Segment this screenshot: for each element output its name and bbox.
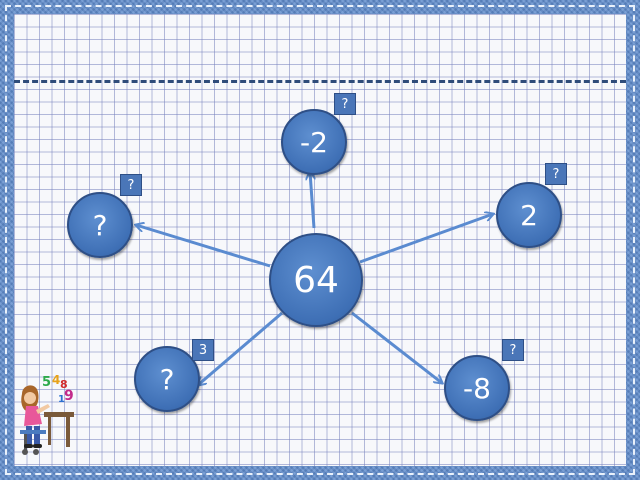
badge-right-label: ?: [552, 166, 560, 182]
badge-right[interactable]: ?: [545, 163, 567, 185]
node-top-value: -2: [300, 125, 328, 159]
svg-text:1: 1: [58, 394, 65, 405]
arrow-to-left: [136, 225, 271, 268]
svg-text:5: 5: [42, 375, 51, 390]
badge-top[interactable]: ?: [334, 93, 356, 115]
center-node-value: 64: [293, 259, 339, 301]
badge-bottom-right[interactable]: ?: [502, 339, 524, 361]
node-bottom-left-value: ?: [159, 362, 175, 396]
node-bottom-right-value: -8: [463, 371, 491, 405]
center-node[interactable]: 64: [269, 233, 363, 327]
header-divider: [14, 80, 626, 83]
badge-bottom-left-label: 3: [198, 342, 208, 358]
arrow-to-bottom-right: [351, 311, 442, 383]
badge-left-label: ?: [127, 177, 135, 193]
svg-text:4: 4: [52, 373, 60, 387]
svg-text:9: 9: [64, 388, 74, 404]
node-bottom-left[interactable]: ?: [134, 346, 200, 412]
node-top[interactable]: -2: [281, 109, 347, 175]
arrow-to-bottom-left: [198, 311, 283, 385]
node-left-value: ?: [92, 208, 108, 242]
node-right[interactable]: 2: [496, 182, 562, 248]
badge-left[interactable]: ?: [120, 174, 142, 196]
badge-top-label: ?: [341, 96, 349, 112]
node-left[interactable]: ?: [67, 192, 133, 258]
badge-bottom-right-label: ?: [509, 342, 517, 358]
arrow-to-right: [359, 214, 493, 264]
student-at-desk-with-numbers-icon: 5 4 8 9 1: [20, 373, 74, 455]
badge-bottom-left[interactable]: 3: [192, 339, 214, 361]
svg-text:8: 8: [60, 378, 68, 391]
node-bottom-right[interactable]: -8: [444, 355, 510, 421]
node-right-value: 2: [520, 198, 538, 232]
arrow-to-top: [310, 172, 314, 229]
